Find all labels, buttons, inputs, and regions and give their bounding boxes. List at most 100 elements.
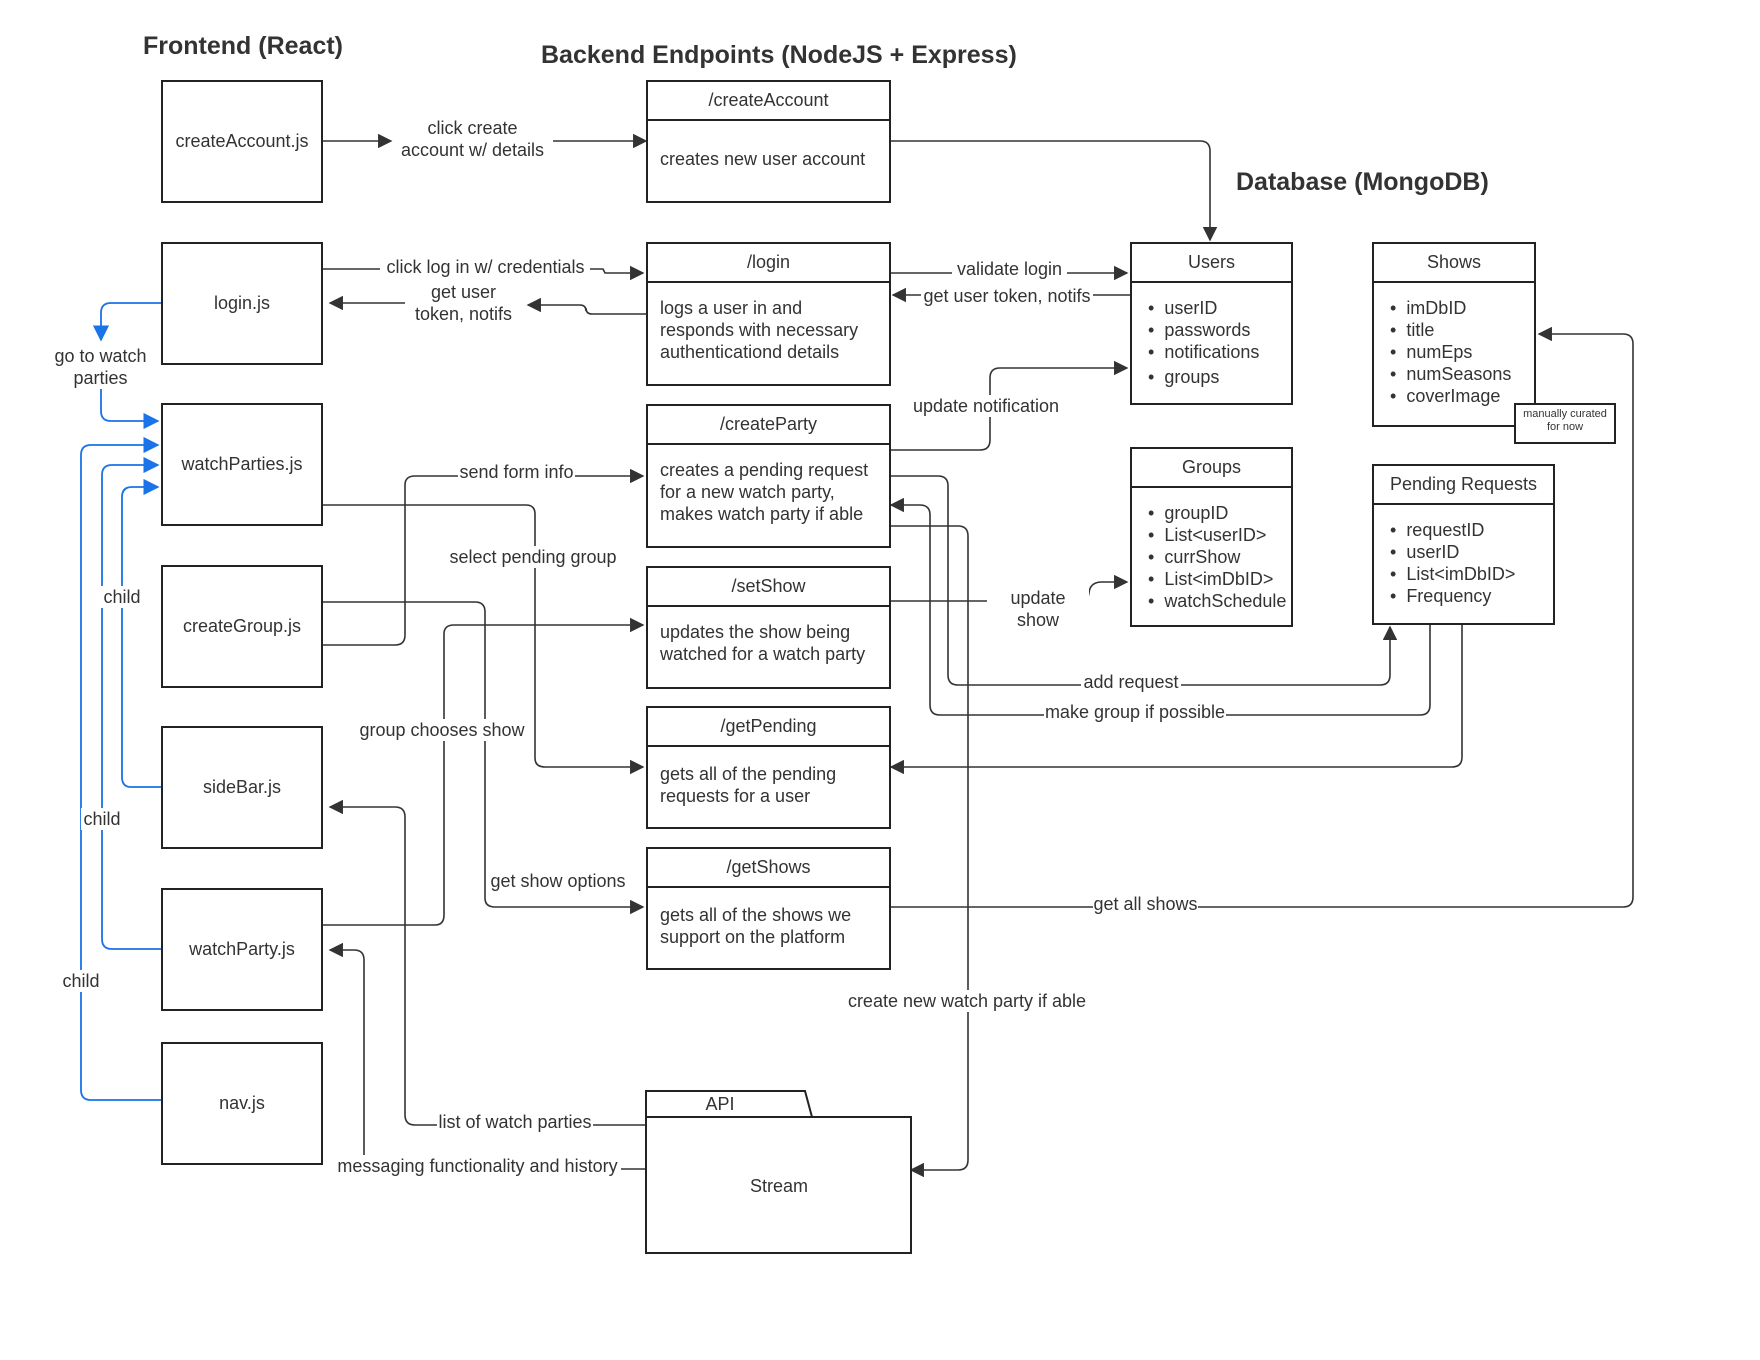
- component-watch-parties[interactable]: watchParties.js: [161, 403, 323, 526]
- collection-pending-requests[interactable]: Pending Requests requestID userID List<i…: [1372, 464, 1555, 625]
- arrow-login-to-watch-parties: [92, 302, 161, 342]
- collection-groups[interactable]: Groups groupID List<userID> currShow Lis…: [1130, 447, 1293, 627]
- label-create-watch-party: create new watch party if able: [847, 990, 1087, 1012]
- label-add-request: add request: [1081, 671, 1181, 693]
- component-create-group[interactable]: createGroup.js: [161, 565, 323, 688]
- component-label: watchParty.js: [189, 939, 295, 959]
- arrow-group-chooses-show: [323, 617, 645, 926]
- arrow-create-account-to-users: [888, 140, 1218, 242]
- arrow-list-watch-parties: [328, 799, 646, 1126]
- label-child-watchparty: child: [81, 808, 123, 830]
- field-item: userID: [1390, 541, 1553, 563]
- collection-title: Shows: [1374, 244, 1534, 283]
- endpoint-login[interactable]: /login logs a user in and responds with …: [646, 242, 891, 386]
- collection-shows[interactable]: Shows imDbID title numEps numSeasons cov…: [1372, 242, 1536, 427]
- label-messaging: messaging functionality and history: [334, 1155, 621, 1177]
- label-validate-login: validate login: [952, 258, 1067, 280]
- label-group-chooses-show: group chooses show: [358, 719, 526, 741]
- arrow-login-response: [526, 297, 646, 315]
- component-label: createAccount.js: [175, 131, 309, 151]
- endpoint-title: /login: [648, 244, 889, 283]
- label-click-create: click create account w/ details: [395, 117, 550, 161]
- field-item: passwords: [1148, 319, 1291, 341]
- arrow-go-to-watch-parties: [100, 388, 160, 430]
- collection-fields: imDbID title numEps numSeasons coverImag…: [1374, 283, 1534, 407]
- collection-title: Groups: [1132, 449, 1291, 488]
- label-get-user-token-db: get user token, notifs: [921, 285, 1093, 307]
- endpoint-title: /createAccount: [648, 82, 889, 121]
- label-get-show-options: get show options: [490, 870, 626, 892]
- arrow-nav-child: [80, 436, 161, 1101]
- component-label: createGroup.js: [182, 616, 302, 636]
- arrow-watchparty-child: [101, 456, 161, 950]
- component-label: sideBar.js: [202, 777, 282, 797]
- endpoint-title: /setShow: [648, 568, 889, 607]
- field-item: requestID: [1390, 519, 1553, 541]
- api-folder-shape: [645, 1090, 912, 1254]
- arrow-select-pending-group: [323, 504, 645, 775]
- collection-fields: requestID userID List<imDbID> Frequency: [1374, 505, 1553, 607]
- arrow-make-group: [889, 497, 1431, 716]
- component-label: watchParties.js: [181, 454, 303, 474]
- label-send-form-info: send form info: [458, 461, 575, 483]
- arrow-add-request: [888, 475, 1398, 686]
- endpoint-title: /getPending: [648, 708, 889, 747]
- field-item: groupID: [1148, 502, 1291, 524]
- field-item: userID: [1148, 297, 1291, 319]
- endpoint-description: logs a user in and responds with necessa…: [660, 298, 859, 362]
- label-get-user-token: get user token, notifs: [406, 281, 521, 325]
- component-sidebar[interactable]: sideBar.js: [161, 726, 323, 849]
- arrow-get-show-options: [323, 601, 645, 915]
- arrow-create-watch-party: [888, 525, 969, 1178]
- endpoint-create-account[interactable]: /createAccount creates new user account: [646, 80, 891, 203]
- component-create-account[interactable]: createAccount.js: [161, 80, 323, 203]
- field-item: groups: [1148, 366, 1291, 388]
- label-click-login: click log in w/ credentials: [383, 256, 588, 278]
- arrow-send-form-info: [323, 468, 645, 646]
- label-update-notification: update notification: [911, 395, 1061, 417]
- endpoint-description: gets all of the shows we support on the …: [660, 905, 852, 947]
- endpoint-set-show[interactable]: /setShow updates the show being watched …: [646, 566, 891, 689]
- endpoint-get-shows[interactable]: /getShows gets all of the shows we suppo…: [646, 847, 891, 970]
- label-get-all-shows: get all shows: [1093, 893, 1198, 915]
- component-label: login.js: [213, 293, 271, 313]
- endpoint-description: gets all of the pending requests for a u…: [660, 764, 837, 806]
- label-update-show: update show: [987, 587, 1089, 631]
- api-stream[interactable]: Stream: [749, 1176, 809, 1196]
- endpoint-description: creates a pending request for a new watc…: [660, 460, 869, 524]
- component-label: nav.js: [219, 1093, 265, 1113]
- database-heading: Database (MongoDB): [1236, 168, 1489, 196]
- collection-title: Pending Requests: [1374, 466, 1553, 505]
- component-login[interactable]: login.js: [161, 242, 323, 365]
- arrow-get-pending: [889, 625, 1463, 775]
- shows-note: manually curated for now: [1514, 403, 1616, 444]
- field-item: title: [1390, 319, 1534, 341]
- label-child-nav: child: [60, 970, 102, 992]
- arrow-get-all-shows: [888, 326, 1634, 908]
- collection-fields: groupID List<userID> currShow List<imDbI…: [1132, 488, 1291, 612]
- endpoint-create-party[interactable]: /createParty creates a pending request f…: [646, 404, 891, 548]
- component-nav[interactable]: nav.js: [161, 1042, 323, 1165]
- backend-heading: Backend Endpoints (NodeJS + Express): [541, 41, 1017, 69]
- label-child-sidebar: child: [101, 586, 143, 608]
- endpoint-description: updates the show being watched for a wat…: [660, 622, 866, 664]
- field-item: List<imDbID>: [1390, 563, 1553, 585]
- endpoint-title: /createParty: [648, 406, 889, 445]
- field-item: List<userID>: [1148, 524, 1291, 546]
- arrow-messaging: [328, 942, 646, 1170]
- collection-title: Users: [1132, 244, 1291, 283]
- endpoint-get-pending[interactable]: /getPending gets all of the pending requ…: [646, 706, 891, 829]
- field-item: numSeasons: [1390, 363, 1534, 385]
- component-watch-party[interactable]: watchParty.js: [161, 888, 323, 1011]
- collection-fields: userID passwords notifications groups: [1132, 283, 1291, 388]
- field-item: Frequency: [1390, 585, 1553, 607]
- endpoint-title: /getShows: [648, 849, 889, 888]
- frontend-heading: Frontend (React): [143, 32, 343, 60]
- collection-users[interactable]: Users userID passwords notifications gro…: [1130, 242, 1293, 405]
- field-item: currShow: [1148, 546, 1291, 568]
- label-make-group: make group if possible: [1044, 701, 1226, 723]
- endpoint-description: creates new user account: [660, 149, 866, 169]
- field-item: List<imDbID>: [1148, 568, 1291, 590]
- arrow-login-to-endpoint: [323, 269, 643, 273]
